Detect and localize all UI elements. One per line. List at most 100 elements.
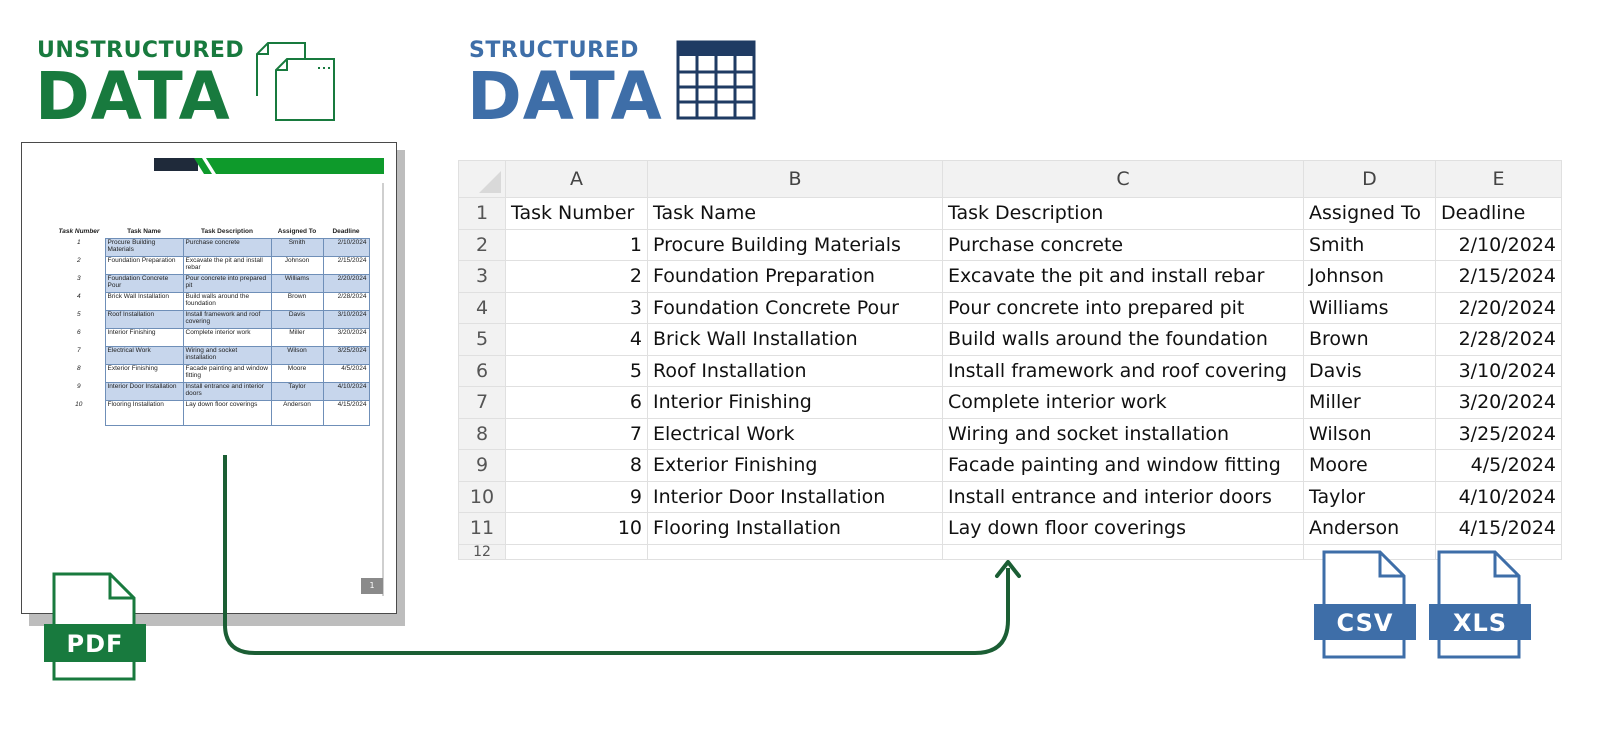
cell[interactable]: 6	[505, 386, 648, 419]
cell[interactable]: Flooring Installation	[647, 512, 943, 545]
cell[interactable]: Davis	[1303, 354, 1436, 387]
cell[interactable]: Foundation Concrete Pour	[647, 291, 943, 324]
cell[interactable]: 3/20/2024	[1435, 386, 1562, 419]
cell[interactable]: 1	[505, 228, 648, 261]
cell[interactable]: Procure Building Materials	[647, 228, 943, 261]
row-header[interactable]: 3	[458, 260, 506, 293]
cell[interactable]: Wilson	[1303, 417, 1436, 450]
cell[interactable]: Anderson	[1303, 512, 1436, 545]
row-header[interactable]: 7	[458, 386, 506, 419]
pdf-header-cell: Task Number	[58, 227, 100, 235]
pdf-table-row: 9 Interior Door Installation Install ent…	[53, 382, 370, 401]
pdf-header-cell: Assigned To	[277, 227, 317, 235]
cell[interactable]: 4/15/2024	[1435, 512, 1562, 545]
pdf-cell: Roof Installation	[104, 310, 184, 329]
column-header-d[interactable]: D	[1303, 160, 1436, 198]
cell[interactable]: Deadline	[1435, 197, 1562, 230]
row-header[interactable]: 10	[458, 480, 506, 513]
pdf-cell: 8	[76, 364, 81, 372]
cell[interactable]: 4/5/2024	[1435, 449, 1562, 482]
cell[interactable]: Williams	[1303, 291, 1436, 324]
cell[interactable]: 3/25/2024	[1435, 417, 1562, 450]
cell[interactable]: Johnson	[1303, 260, 1436, 293]
cell[interactable]: Facade painting and window fitting	[942, 449, 1304, 482]
select-all-corner[interactable]	[458, 160, 506, 198]
cell[interactable]: Electrical Work	[647, 417, 943, 450]
cell[interactable]: 2/20/2024	[1435, 291, 1562, 324]
pdf-table-row: 10 Flooring Installation Lay down floor …	[53, 400, 370, 426]
cell[interactable]: 4/10/2024	[1435, 480, 1562, 513]
cell[interactable]: Roof Installation	[647, 354, 943, 387]
cell[interactable]: Assigned To	[1303, 197, 1436, 230]
cell[interactable]: Pour concrete into prepared pit	[942, 291, 1304, 324]
cell[interactable]: 7	[505, 417, 648, 450]
row-header[interactable]: 4	[458, 291, 506, 324]
cell[interactable]: 3	[505, 291, 648, 324]
cell[interactable]: 9	[505, 480, 648, 513]
cell[interactable]: Moore	[1303, 449, 1436, 482]
pdf-cell: 4	[76, 292, 81, 300]
row-header[interactable]: 11	[458, 512, 506, 545]
cell[interactable]: Install framework and roof covering	[942, 354, 1304, 387]
pdf-cell: Lay down floor coverings	[182, 400, 272, 426]
cell[interactable]: Excavate the pit and install rebar	[942, 260, 1304, 293]
cell[interactable]: Build walls around the foundation	[942, 323, 1304, 356]
table-row: 6 5 Roof Installation Install framework …	[458, 354, 1562, 387]
cell[interactable]: 8	[505, 449, 648, 482]
pdf-table-row: 7 Electrical Work Wiring and socket inst…	[53, 346, 370, 365]
pdf-table-header: Task Number Task Name Task Description A…	[53, 224, 369, 239]
pdf-cell: Procure Building Materials	[104, 238, 184, 257]
column-header-e[interactable]: E	[1435, 160, 1562, 198]
row-header[interactable]: 9	[458, 449, 506, 482]
cell[interactable]: 2/10/2024	[1435, 228, 1562, 261]
table-row: 11 10 Flooring Installation Lay down flo…	[458, 512, 1562, 545]
row-header[interactable]: 5	[458, 323, 506, 356]
column-header-b[interactable]: B	[647, 160, 943, 198]
cell[interactable]: Purchase concrete	[942, 228, 1304, 261]
spreadsheet: A B C D E 1 Task Number Task Name Task D…	[458, 160, 1562, 560]
cell[interactable]: Task Description	[942, 197, 1304, 230]
cell[interactable]: 2	[505, 260, 648, 293]
cell[interactable]: Install entrance and interior doors	[942, 480, 1304, 513]
cell[interactable]: Wiring and socket installation	[942, 417, 1304, 450]
cell[interactable]: 5	[505, 354, 648, 387]
cell[interactable]: Smith	[1303, 228, 1436, 261]
table-row: 8 7 Electrical Work Wiring and socket in…	[458, 417, 1562, 450]
cell[interactable]: 10	[505, 512, 648, 545]
cell[interactable]: 2/28/2024	[1435, 323, 1562, 356]
cell[interactable]: Taylor	[1303, 480, 1436, 513]
cell[interactable]	[647, 543, 943, 560]
column-header-c[interactable]: C	[942, 160, 1304, 198]
row-header[interactable]: 12	[458, 543, 506, 560]
cell[interactable]: Interior Finishing	[647, 386, 943, 419]
row-header[interactable]: 1	[458, 197, 506, 230]
table-row: 10 9 Interior Door Installation Install …	[458, 480, 1562, 513]
cell[interactable]: 4	[505, 323, 648, 356]
row-header[interactable]: 2	[458, 228, 506, 261]
cell[interactable]: Complete interior work	[942, 386, 1304, 419]
cell[interactable]: Miller	[1303, 386, 1436, 419]
pdf-cell: 3/20/2024	[322, 328, 370, 347]
pdf-label: PDF	[66, 630, 124, 658]
pdf-cell: 4/5/2024	[322, 364, 370, 383]
csv-label: CSV	[1336, 609, 1394, 637]
cell[interactable]: Interior Door Installation	[647, 480, 943, 513]
pdf-cell: Complete interior work	[182, 328, 272, 347]
cell[interactable]: Brick Wall Installation	[647, 323, 943, 356]
cell[interactable]	[942, 543, 1304, 560]
pdf-table-row: 8 Exterior Finishing Facade painting and…	[53, 364, 370, 383]
cell[interactable]: Brown	[1303, 323, 1436, 356]
cell[interactable]: 3/10/2024	[1435, 354, 1562, 387]
row-header[interactable]: 8	[458, 417, 506, 450]
cell[interactable]	[505, 543, 648, 560]
cell[interactable]: Task Number	[505, 197, 648, 230]
cell[interactable]: Exterior Finishing	[647, 449, 943, 482]
pdf-cell: Brown	[270, 292, 324, 311]
structured-label: STRUCTURED	[469, 38, 639, 63]
column-header-a[interactable]: A	[505, 160, 648, 198]
cell[interactable]: Task Name	[647, 197, 943, 230]
row-header[interactable]: 6	[458, 354, 506, 387]
cell[interactable]: Foundation Preparation	[647, 260, 943, 293]
cell[interactable]: 2/15/2024	[1435, 260, 1562, 293]
cell[interactable]: Lay down floor coverings	[942, 512, 1304, 545]
